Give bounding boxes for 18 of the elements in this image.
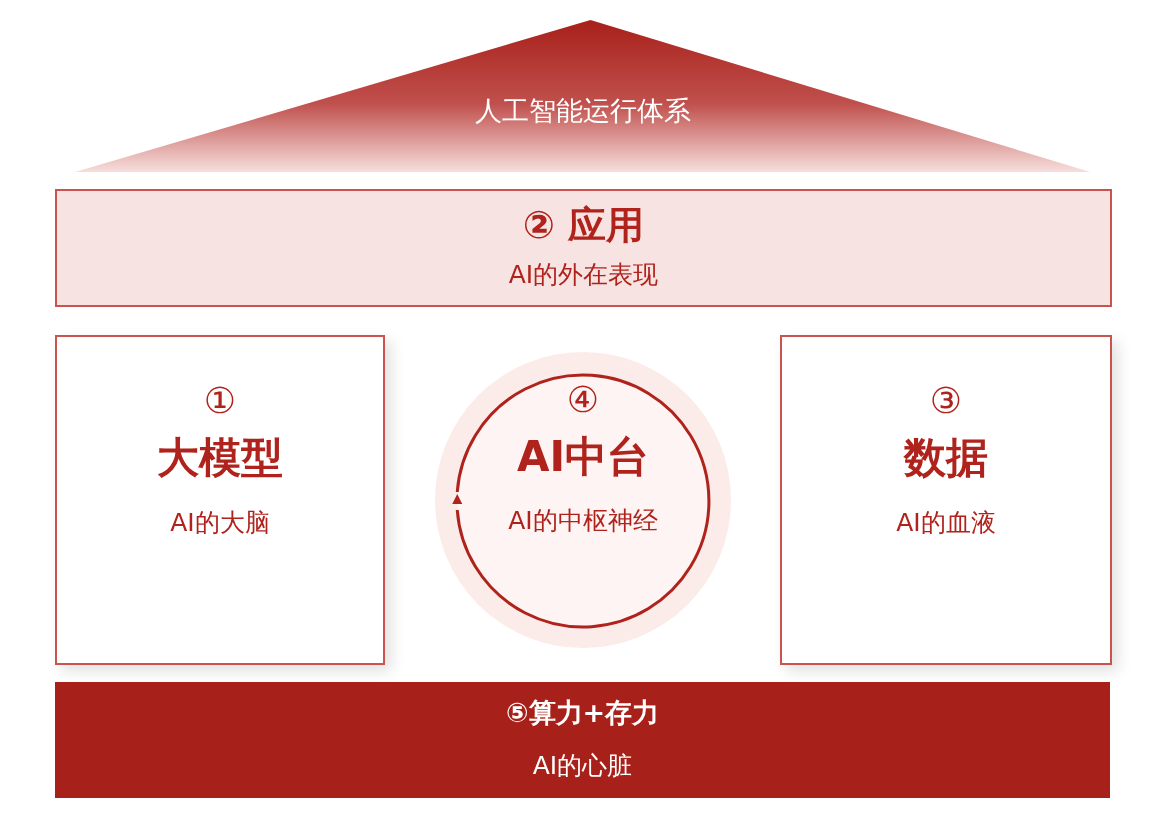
subtitle-text: AI的心脏 [532,752,633,780]
heading-text: ⑤算力+存力 [505,698,660,728]
subtitle-text: AI的血液 [896,509,996,537]
foundation-band [55,682,1110,798]
heading-text: 大模型 [157,435,283,482]
subtitle-text: AI的大脑 [170,509,270,537]
subtitle-text: AI的中枢神经 [508,507,658,535]
component-box [55,335,385,665]
number-label: ③ [929,381,963,421]
number-label: ④ [566,380,600,420]
heading-text: 数据 [904,435,988,482]
title-text: 人工智能运行体系 [474,96,691,126]
application-band [55,189,1112,307]
heading-text: ② 应用 [522,205,645,247]
heading-text: AI中台 [516,434,650,481]
number-label: ① [203,381,237,421]
component-box [780,335,1112,665]
subtitle-text: AI的外在表现 [508,261,659,289]
